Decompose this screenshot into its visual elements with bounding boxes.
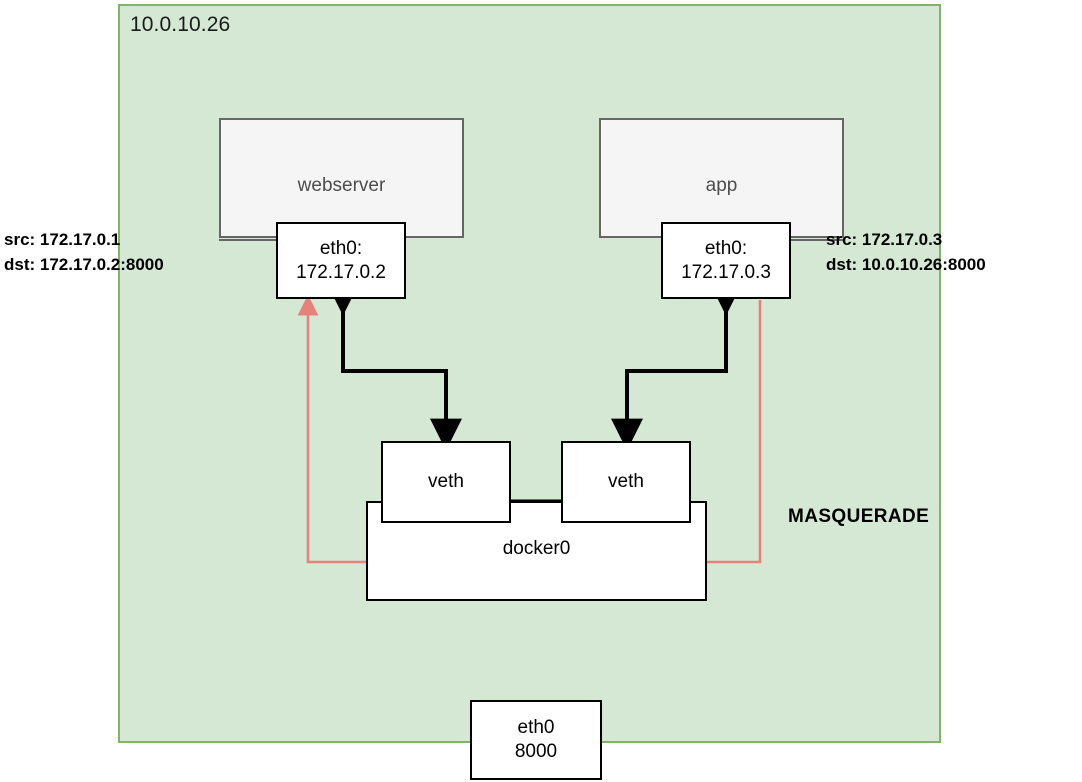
- annotation-masquerade: MASQUERADE: [788, 506, 930, 527]
- interface-webserver-eth0[interactable]: eth0: 172.17.0.2: [276, 222, 406, 299]
- connector-app-veth: [611, 283, 742, 451]
- annotation-left-packet: src: 172.17.0.1 dst: 172.17.0.2:8000: [4, 230, 164, 274]
- veth-right[interactable]: veth: [561, 441, 691, 523]
- container-webserver[interactable]: webserver: [219, 118, 464, 238]
- annotation-right-packet: src: 172.17.0.3 dst: 10.0.10.26:8000: [826, 230, 986, 274]
- container-app[interactable]: app: [599, 118, 844, 238]
- interface-host-eth0[interactable]: eth0 8000: [470, 700, 602, 780]
- connector-webserver-veth: [327, 283, 462, 451]
- interface-app-eth0[interactable]: eth0: 172.17.0.3: [661, 222, 791, 299]
- veth-left[interactable]: veth: [381, 441, 511, 523]
- host-ip-label: 10.0.10.26: [130, 13, 231, 36]
